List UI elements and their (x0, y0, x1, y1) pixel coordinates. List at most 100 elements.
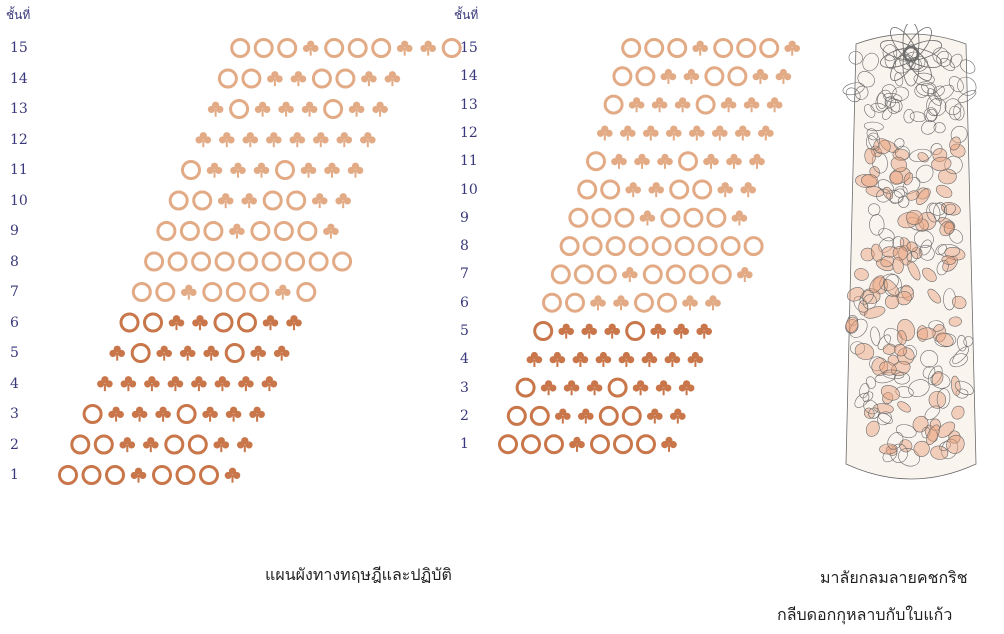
club-icon (657, 154, 673, 169)
club-icon (596, 352, 612, 367)
ring-icon (337, 70, 354, 87)
ring-icon (546, 436, 563, 453)
ring-icon (154, 467, 171, 484)
ring-icon (240, 253, 257, 270)
club-icon (661, 437, 677, 452)
club-icon (541, 380, 557, 395)
ring-icon (169, 253, 186, 270)
club-icon (689, 126, 705, 141)
club-icon (581, 324, 597, 339)
club-icon (688, 352, 704, 367)
club-icon (573, 352, 589, 367)
ring-icon (251, 284, 268, 301)
club-icon (372, 102, 388, 117)
ring-icon (288, 192, 305, 209)
ring-icon (609, 379, 626, 396)
ring-icon (255, 40, 272, 57)
ring-icon (243, 70, 260, 87)
club-icon (255, 102, 271, 117)
club-icon (168, 376, 184, 391)
club-icon (274, 346, 290, 361)
club-icon (219, 132, 235, 147)
ring-icon (252, 223, 269, 240)
ring-icon (636, 294, 653, 311)
club-icon (250, 346, 266, 361)
club-icon (767, 97, 783, 112)
club-icon (620, 126, 636, 141)
club-icon (249, 407, 265, 422)
ring-icon (637, 68, 654, 85)
ring-icon (158, 223, 175, 240)
club-icon (192, 315, 208, 330)
ring-icon (275, 223, 292, 240)
club-icon (705, 295, 721, 310)
club-icon (611, 154, 627, 169)
club-icon (202, 407, 218, 422)
ring-icon (535, 323, 552, 340)
ring-icon (584, 238, 601, 255)
ring-icon (708, 209, 725, 226)
ring-icon (699, 238, 716, 255)
ring-icon (706, 68, 723, 85)
club-icon (155, 407, 171, 422)
ring-icon (588, 153, 605, 170)
ring-icon (232, 40, 249, 57)
club-icon (263, 315, 279, 330)
club-icon (286, 315, 302, 330)
club-icon (226, 407, 242, 422)
club-icon (613, 295, 629, 310)
club-icon (648, 182, 664, 197)
ring-icon (216, 253, 233, 270)
club-icon (301, 163, 317, 178)
club-icon (254, 163, 270, 178)
ring-icon (729, 68, 746, 85)
club-icon (712, 126, 728, 141)
club-icon (242, 132, 258, 147)
club-icon (776, 69, 792, 84)
club-icon (238, 376, 254, 391)
club-icon (640, 210, 656, 225)
ring-icon (279, 40, 296, 57)
ring-icon (157, 284, 174, 301)
caption-garland-subtitle: กลีบดอกกุหลาบกับใบแก้ว (777, 603, 952, 628)
club-icon (656, 380, 672, 395)
ring-icon (602, 181, 619, 198)
ring-icon (644, 266, 661, 283)
club-icon (784, 41, 800, 56)
ring-icon (189, 436, 206, 453)
club-icon (181, 285, 197, 300)
ring-icon (205, 223, 222, 240)
club-icon (732, 210, 748, 225)
ring-icon (178, 406, 195, 423)
club-icon (385, 71, 401, 86)
club-icon (144, 376, 160, 391)
club-icon (604, 324, 620, 339)
ring-icon (713, 266, 730, 283)
club-icon (590, 295, 606, 310)
ring-icon (680, 153, 697, 170)
ring-icon (715, 40, 732, 57)
ring-icon (325, 101, 342, 118)
club-icon (717, 182, 733, 197)
club-icon (619, 352, 635, 367)
mark-grid-left (0, 0, 450, 500)
club-icon (335, 193, 351, 208)
ring-icon (177, 467, 194, 484)
club-icon (302, 102, 318, 117)
ring-icon (146, 253, 163, 270)
ring-icon (517, 379, 534, 396)
ring-icon (133, 284, 150, 301)
club-icon (679, 380, 695, 395)
club-icon (191, 376, 207, 391)
club-icon (629, 97, 645, 112)
club-icon (692, 41, 708, 56)
ring-icon (598, 266, 615, 283)
ring-icon (761, 40, 778, 57)
ring-icon (623, 407, 640, 424)
club-icon (696, 324, 712, 339)
club-icon (558, 324, 574, 339)
practical-diagram: ชั้นที่ 151413121110987654321 (448, 0, 838, 500)
ring-icon (593, 209, 610, 226)
ring-icon (697, 96, 714, 113)
ring-icon (646, 40, 663, 57)
